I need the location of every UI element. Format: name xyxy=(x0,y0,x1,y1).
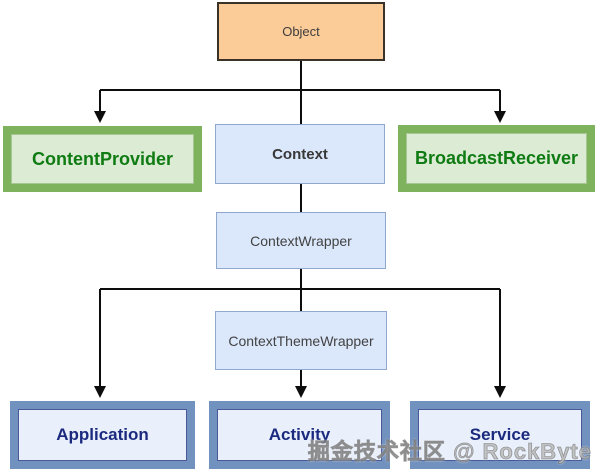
node-context-theme-wrapper-label: ContextThemeWrapper xyxy=(228,332,374,349)
node-service-label: Service xyxy=(469,425,531,444)
node-activity-label: Activity xyxy=(268,425,331,444)
node-context-wrapper-label: ContextWrapper xyxy=(250,232,352,249)
node-context-label: Context xyxy=(272,145,328,163)
node-broadcast-receiver-label: BroadcastReceiver xyxy=(414,148,579,168)
node-object-label: Object xyxy=(282,24,320,39)
node-content-provider-label: ContentProvider xyxy=(31,148,173,169)
node-service: Service xyxy=(410,401,590,469)
node-application: Application xyxy=(10,401,195,469)
node-context-theme-wrapper: ContextThemeWrapper xyxy=(215,311,387,370)
node-context: Context xyxy=(215,124,385,184)
node-context-wrapper: ContextWrapper xyxy=(216,212,386,269)
node-application-label: Application xyxy=(56,425,149,444)
node-broadcast-receiver: BroadcastReceiver xyxy=(398,125,595,192)
node-object: Object xyxy=(217,2,385,61)
node-content-provider: ContentProvider xyxy=(3,126,202,192)
node-activity: Activity xyxy=(209,401,390,469)
